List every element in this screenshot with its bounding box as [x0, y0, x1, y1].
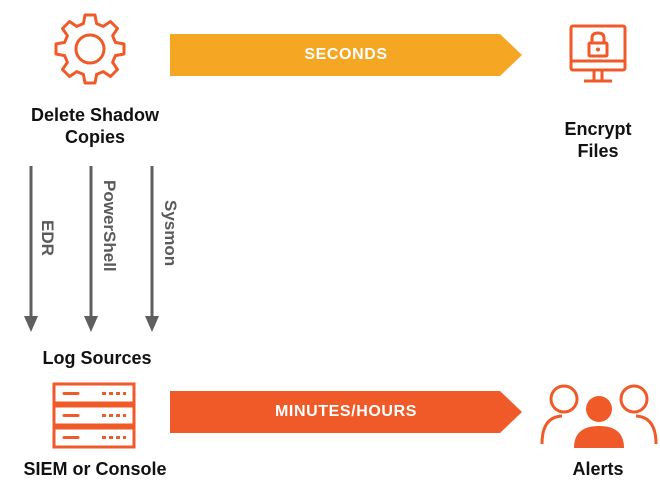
log-arrow-label-edr: EDR [38, 220, 57, 256]
minutes-hours-arrow: MINUTES/HOURS [170, 391, 522, 433]
seconds-arrow: SECONDS [170, 34, 522, 76]
source-label-siem-or-console: SIEM or Console [23, 459, 167, 479]
source-label-delete-shadow-copies: Delete Shadow Copies [30, 105, 160, 147]
log-arrow-label-sysmon: Sysmon [161, 200, 180, 267]
seconds-label: SECONDS [304, 46, 388, 63]
target-label-encrypt-files: Encrypt Files [564, 119, 632, 161]
seconds-arrow-shape [170, 34, 522, 76]
locked-monitor-icon [569, 24, 627, 83]
server-stack-icon [52, 382, 136, 449]
target-label-alerts: Alerts [572, 459, 624, 479]
log-sources-label: Log Sources [42, 348, 152, 368]
gear-icon [54, 13, 126, 85]
minutes-hours-arrow-shape [170, 391, 522, 433]
people-group-icon [540, 384, 658, 448]
minutes-hours-label: MINUTES/HOURS [274, 403, 418, 420]
log-arrow-label-powershell: PowerShell [100, 180, 119, 272]
log-arrows [24, 166, 159, 332]
